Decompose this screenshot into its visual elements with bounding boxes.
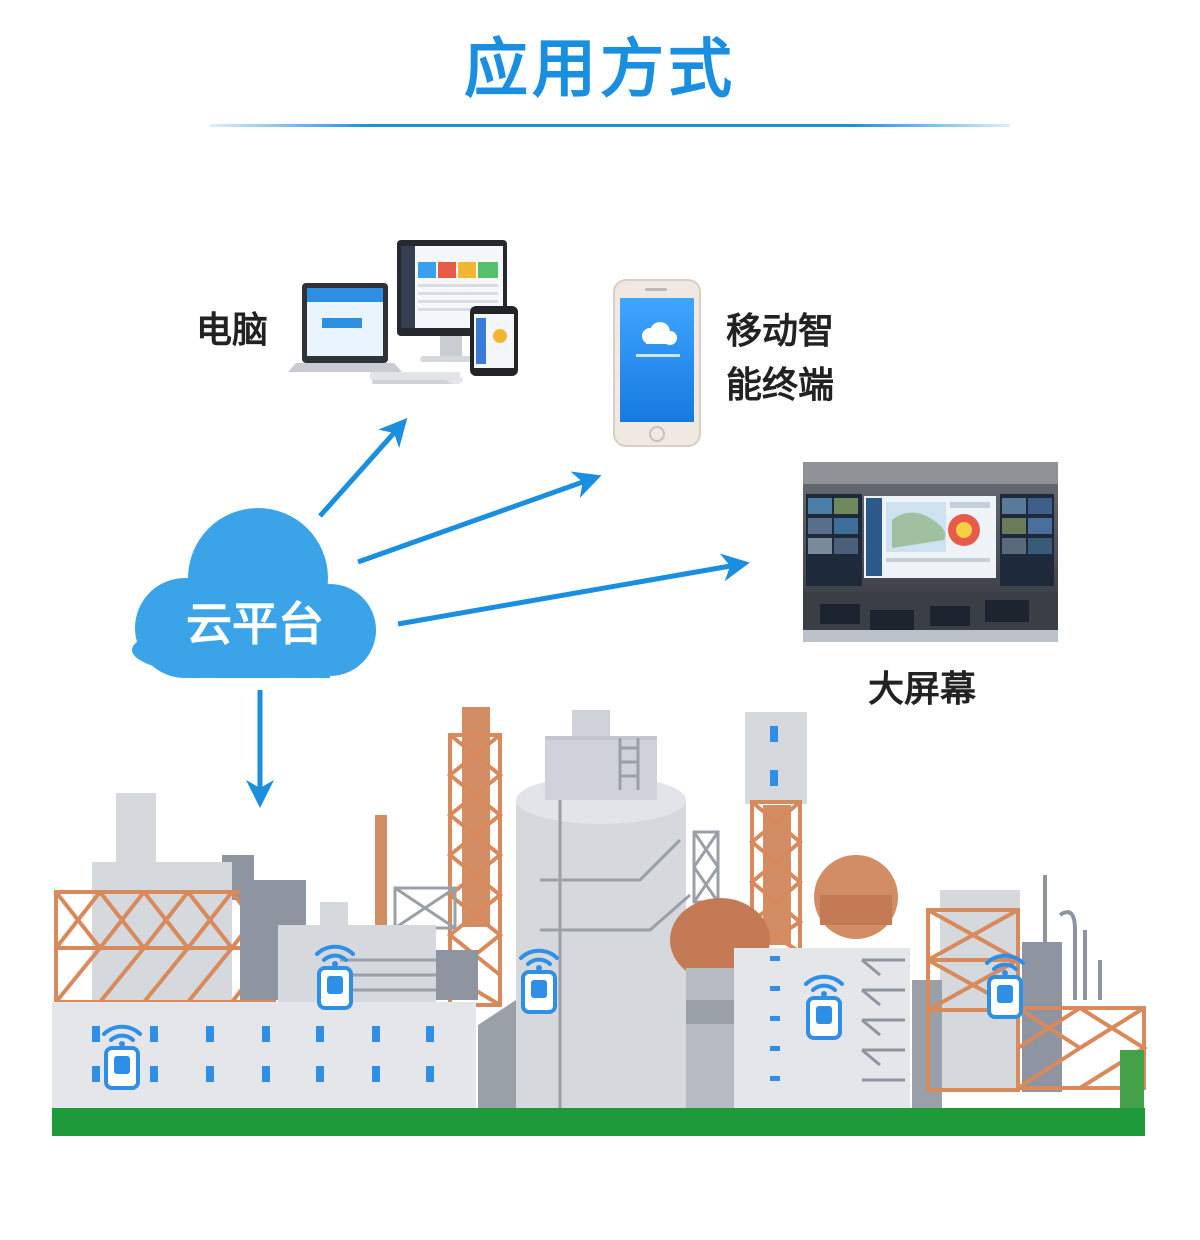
big-screen-icon bbox=[803, 462, 1058, 642]
sensor-device-icon bbox=[315, 944, 355, 1010]
smartphone-icon bbox=[613, 279, 701, 447]
title-underline bbox=[210, 124, 1010, 127]
mobile-label-line1: 移动智 bbox=[726, 311, 835, 352]
cloud-icon bbox=[132, 508, 376, 678]
factory-icon bbox=[52, 707, 1148, 1136]
wifi-icon bbox=[985, 953, 1025, 971]
wifi-icon bbox=[804, 974, 844, 992]
computer-label: 电脑 bbox=[196, 310, 269, 351]
wifi-icon bbox=[519, 948, 559, 966]
sensor-device-icon bbox=[519, 948, 559, 1014]
arrow-to-computer bbox=[318, 418, 408, 518]
mobile-label-line2: 能终端 bbox=[726, 365, 835, 406]
sensor-device-icon bbox=[102, 1024, 142, 1090]
arrow-to-mobile bbox=[357, 471, 602, 565]
wifi-icon bbox=[315, 944, 355, 962]
cloud-platform-label: 云平台 bbox=[186, 597, 324, 651]
page-title: 应用方式 bbox=[464, 33, 736, 107]
connection-arrows bbox=[246, 418, 750, 808]
wifi-icon bbox=[102, 1024, 142, 1042]
sensor-device-icon bbox=[804, 974, 844, 1040]
sensor-devices bbox=[102, 944, 1025, 1090]
bigscreen-label: 大屏幕 bbox=[868, 669, 977, 710]
arrow-to-bigscreen bbox=[397, 553, 750, 627]
computer-icon bbox=[288, 240, 518, 384]
sensor-device-icon bbox=[985, 953, 1025, 1019]
